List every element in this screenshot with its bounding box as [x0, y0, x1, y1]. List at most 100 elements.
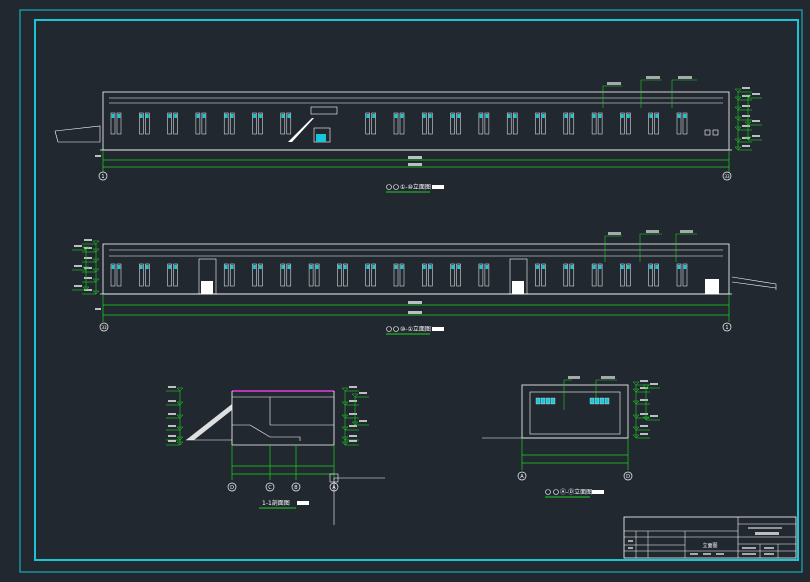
view-title: ①-⑩立面图 — [400, 183, 431, 191]
window-icon — [116, 263, 122, 287]
window-icon — [286, 263, 292, 287]
inner-frame — [34, 19, 799, 561]
window-icon — [626, 112, 631, 135]
axis-bubble — [99, 322, 109, 332]
window-icon — [620, 263, 625, 287]
axis-label: A — [332, 485, 336, 491]
window-icon — [116, 112, 122, 135]
window-icon — [343, 263, 348, 287]
north-elevation: 1 33 ①-⑩立面图 — [54, 76, 762, 193]
window-icon — [223, 263, 229, 287]
window-icon — [676, 112, 682, 135]
window-row — [535, 397, 610, 405]
window-icon — [173, 112, 178, 135]
window-icon — [484, 112, 490, 135]
view-title: 1-1剖面图 — [262, 499, 290, 507]
drawing-title: 立面图 — [702, 542, 717, 549]
window-icon — [626, 263, 631, 287]
window-icon — [597, 112, 603, 135]
axis-label: C — [268, 485, 272, 491]
window-icon — [682, 263, 688, 287]
window-icon — [252, 263, 257, 287]
window-icon — [173, 263, 178, 287]
window-icon — [456, 263, 461, 287]
window-icon — [682, 112, 688, 135]
window-icon — [393, 263, 399, 287]
window-icon — [541, 263, 546, 287]
window-icon — [280, 112, 286, 135]
window-icon — [450, 263, 455, 287]
axis-bubble — [722, 322, 732, 332]
view-title: ⑩-①立面图 — [400, 325, 431, 333]
window-icon — [676, 263, 682, 287]
window-icon — [337, 263, 342, 287]
window-icon — [399, 263, 405, 287]
elevation-level-marks — [341, 386, 369, 446]
axis-label: 1 — [725, 325, 728, 331]
elevation-level-marks — [166, 386, 184, 446]
window-icon — [541, 112, 546, 135]
axis-label: D — [230, 485, 234, 491]
window-icon — [258, 263, 263, 287]
window-icon — [428, 112, 433, 135]
window-icon — [280, 263, 286, 287]
window-icon — [484, 263, 490, 287]
building-outline — [102, 91, 730, 151]
window-icon — [478, 263, 484, 287]
window-icon — [422, 263, 427, 287]
window-icon — [167, 112, 172, 135]
window-icon — [110, 263, 116, 287]
axis-bubble — [722, 171, 732, 181]
window-icon — [422, 112, 427, 135]
window-icon — [654, 112, 659, 135]
window-icon — [591, 263, 597, 287]
window-icon — [654, 263, 659, 287]
window-icon — [223, 112, 229, 135]
window-icon — [597, 263, 603, 287]
east-elevation: A D Ⓐ-Ⓓ立面图 — [482, 376, 660, 498]
window-icon — [563, 263, 569, 287]
window-icon — [393, 112, 399, 135]
window-icon — [365, 263, 370, 287]
window-icon — [286, 112, 292, 135]
window-icon — [371, 263, 376, 287]
window-row — [110, 263, 688, 287]
window-icon — [428, 263, 433, 287]
window-icon — [139, 263, 144, 287]
window-icon — [506, 112, 512, 135]
axis-label: 1 — [101, 174, 104, 180]
window-icon — [252, 112, 257, 135]
window-icon — [201, 112, 207, 135]
window-icon — [110, 112, 116, 135]
title-block: 立面图 — [623, 516, 797, 559]
window-icon — [478, 112, 484, 135]
axis-label: 33 — [101, 325, 107, 330]
window-icon — [258, 112, 263, 135]
window-icon — [308, 263, 314, 287]
axis-bubble — [98, 171, 108, 181]
elevation-level-marks — [632, 380, 660, 439]
window-icon — [563, 112, 569, 135]
window-icon — [512, 112, 518, 135]
axis-label: 33 — [724, 174, 730, 179]
building-outline — [102, 243, 730, 295]
window-icon — [456, 112, 461, 135]
window-icon — [371, 112, 376, 135]
window-icon — [167, 263, 172, 287]
window-icon — [145, 112, 150, 135]
window-icon — [365, 112, 370, 135]
window-icon — [139, 112, 144, 135]
window-icon — [591, 112, 597, 135]
window-icon — [229, 263, 235, 287]
elevation-level-marks — [72, 239, 100, 295]
window-icon — [195, 112, 201, 135]
window-icon — [314, 263, 320, 287]
section-1-1: D C B A 1-1剖面图 — [166, 386, 385, 525]
window-icon — [450, 112, 455, 135]
window-icon — [145, 263, 150, 287]
window-icon — [648, 263, 653, 287]
window-icon — [535, 263, 540, 287]
window-icon — [648, 112, 653, 135]
